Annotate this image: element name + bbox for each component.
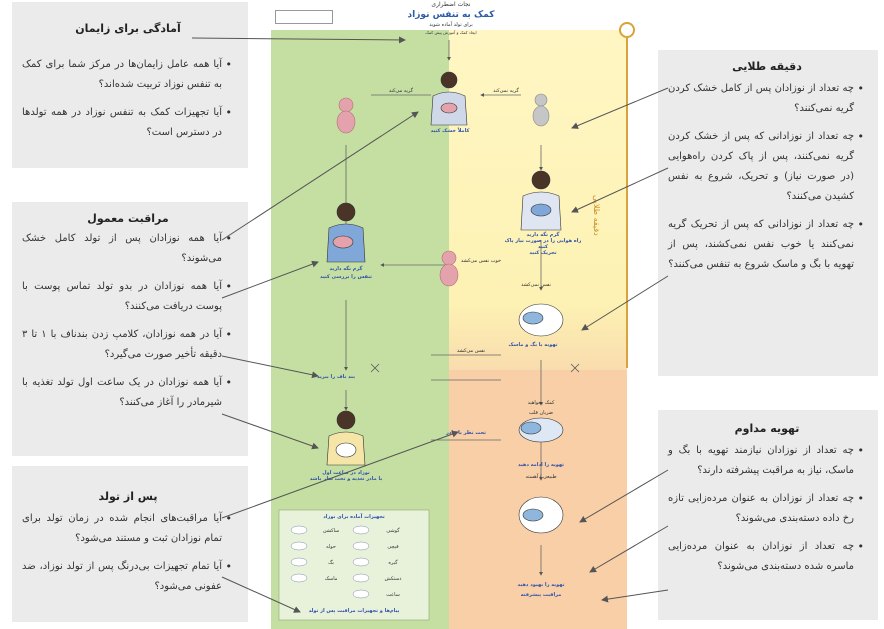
equip-item-4: گوشی bbox=[386, 528, 400, 534]
list-item: آیا همه نوزادان پس از تولد کامل خشک می‌ش… bbox=[22, 229, 232, 269]
step-cut-cord: بند ناف را ببرید bbox=[317, 374, 355, 380]
step-check-breathing: تنفس را بررسی کنید bbox=[319, 274, 373, 280]
step-cries: گریه می‌کند bbox=[388, 88, 414, 94]
scissors-icon bbox=[370, 363, 580, 373]
step-keep-warm: گرم نگه دارید bbox=[329, 266, 363, 272]
mother-baby-icon bbox=[430, 71, 468, 126]
equip-item-0: ساکشن bbox=[322, 528, 340, 534]
flowchart bbox=[278, 40, 580, 621]
poster-header-small: نجات اضطراری bbox=[431, 1, 471, 8]
equip-item-1: حوله bbox=[326, 544, 336, 550]
equip-item-6: گیره bbox=[388, 560, 398, 566]
list-item: چه تعداد از نوزادانی که پس از تحریک گریه… bbox=[668, 215, 864, 275]
step-not-breathing: نفس نمی‌کشد bbox=[521, 282, 551, 288]
step-improve-vent: تهویه را بهبود دهید bbox=[517, 582, 565, 588]
step-advanced: مراقبت پیشرفته bbox=[520, 592, 562, 598]
list-item: آیا همه نوزادان در یک ساعت اول تولد تغذی… bbox=[22, 373, 232, 413]
logo-box bbox=[275, 10, 333, 24]
step-first-breath: نوزاد در ساعت اول با مادر تغذیه و تحت نظ… bbox=[309, 470, 383, 482]
box-title: مراقبت معمول bbox=[87, 212, 169, 225]
step-call-help: کمک بخواهید bbox=[527, 400, 555, 406]
box-after-birth: پس از تولد آیا مراقبت‌های انجام شده در ز… bbox=[12, 466, 248, 622]
equipment-title: تجهیزات آماده برای نوزاد bbox=[323, 514, 385, 520]
poster-title: کمک به تنفس نوزاد bbox=[407, 10, 495, 20]
list-item: آیا تمام تجهیزات بی‌درنگ پس از تولد نوزا… bbox=[22, 557, 232, 597]
step-clear-stimulate: گرم نگه دارید راه هوایی را در صورت نیاز … bbox=[504, 232, 582, 256]
box-golden-minute: دقیقه طلایی چه تعداد از نوزادان پس از کا… bbox=[658, 50, 878, 376]
equip-item-5: قیچی bbox=[387, 544, 399, 550]
list-item: آیا در همه نوزادان، کلامپ زدن بندناف با … bbox=[22, 325, 232, 365]
step-breathing-well: خوب نفس می‌کشد bbox=[460, 258, 502, 264]
baby-icon bbox=[336, 97, 356, 134]
poster-sub2: ایجاد کمک و آموزش پیش کمک bbox=[425, 30, 477, 35]
box-title: آمادگی برای زایمان bbox=[75, 22, 181, 35]
step-normal-slow: طبیعی / آهسته bbox=[525, 474, 557, 480]
step-monitor: تحت نظر با مادر bbox=[445, 430, 487, 436]
step-ventilate: تهویه با بگ و ماسک bbox=[508, 342, 558, 348]
poster-subtitle: برای تولد آماده شوید bbox=[429, 22, 473, 28]
list-item: آیا مراقبت‌های انجام شده در زمان تولد بر… bbox=[22, 509, 232, 549]
list-item: چه تعداد از نوزادان پس از کامل خشک کردن … bbox=[668, 79, 864, 119]
box-birth-preparedness: آمادگی برای زایمان آیا همه عامل زایمان‌ه… bbox=[12, 2, 248, 168]
list-item: چه تعداد از نوزادان نیازمند تهویه با بگ … bbox=[668, 441, 864, 481]
list-item: چه تعداد از نوزادان به عنوان مرده‌زایی ت… bbox=[668, 489, 864, 529]
step-continue-vent: تهویه را ادامه دهید bbox=[517, 462, 565, 468]
equip-item-7: دستکش bbox=[384, 576, 402, 582]
step-dry: کاملاً خشک کنید bbox=[430, 128, 470, 134]
list-item: آیا تجهیزات کمک به تنفس نوزاد در همه تول… bbox=[22, 103, 232, 143]
box-title: دقیقه طلایی bbox=[732, 60, 802, 73]
box-title: تهویه مداوم bbox=[734, 422, 800, 435]
equip-item-3: ماسک bbox=[324, 576, 338, 582]
equip-item-2: بگ bbox=[328, 560, 334, 566]
list-item: آیا همه نوزادان در بدو تولد تماس پوست با… bbox=[22, 277, 232, 317]
list-item: چه تعداد از نوزادان به عنوان مرده‌زایی م… bbox=[668, 537, 864, 577]
list-item: چه تعداد از نوزادانی که پس از خشک کردن گ… bbox=[668, 127, 864, 207]
box-routine-care: مراقبت معمول آیا همه نوزادان پس از تولد … bbox=[12, 202, 248, 456]
step-not-crying: گریه نمی‌کند bbox=[493, 88, 519, 94]
clock-icon bbox=[619, 22, 635, 38]
equipment-footer: پیام‌ها و تجهیزات مراقبت پس از تولد bbox=[308, 608, 400, 614]
step-breathing: نفس می‌کشد bbox=[456, 348, 486, 354]
box-continued-ventilation: تهویه مداوم چه تعداد از نوزادان نیازمند … bbox=[658, 410, 878, 620]
equip-item-8: ساعت bbox=[386, 592, 400, 598]
box-title: پس از تولد bbox=[98, 490, 158, 503]
list-item: آیا همه عامل زایمان‌ها در مرکز شما برای … bbox=[22, 55, 232, 95]
bag-mask-icon bbox=[518, 303, 564, 534]
poster: نجات اضطراری کمک به تنفس نوزاد برای تولد… bbox=[271, 0, 635, 629]
step-heart-rate: ضربان قلب bbox=[528, 410, 554, 416]
